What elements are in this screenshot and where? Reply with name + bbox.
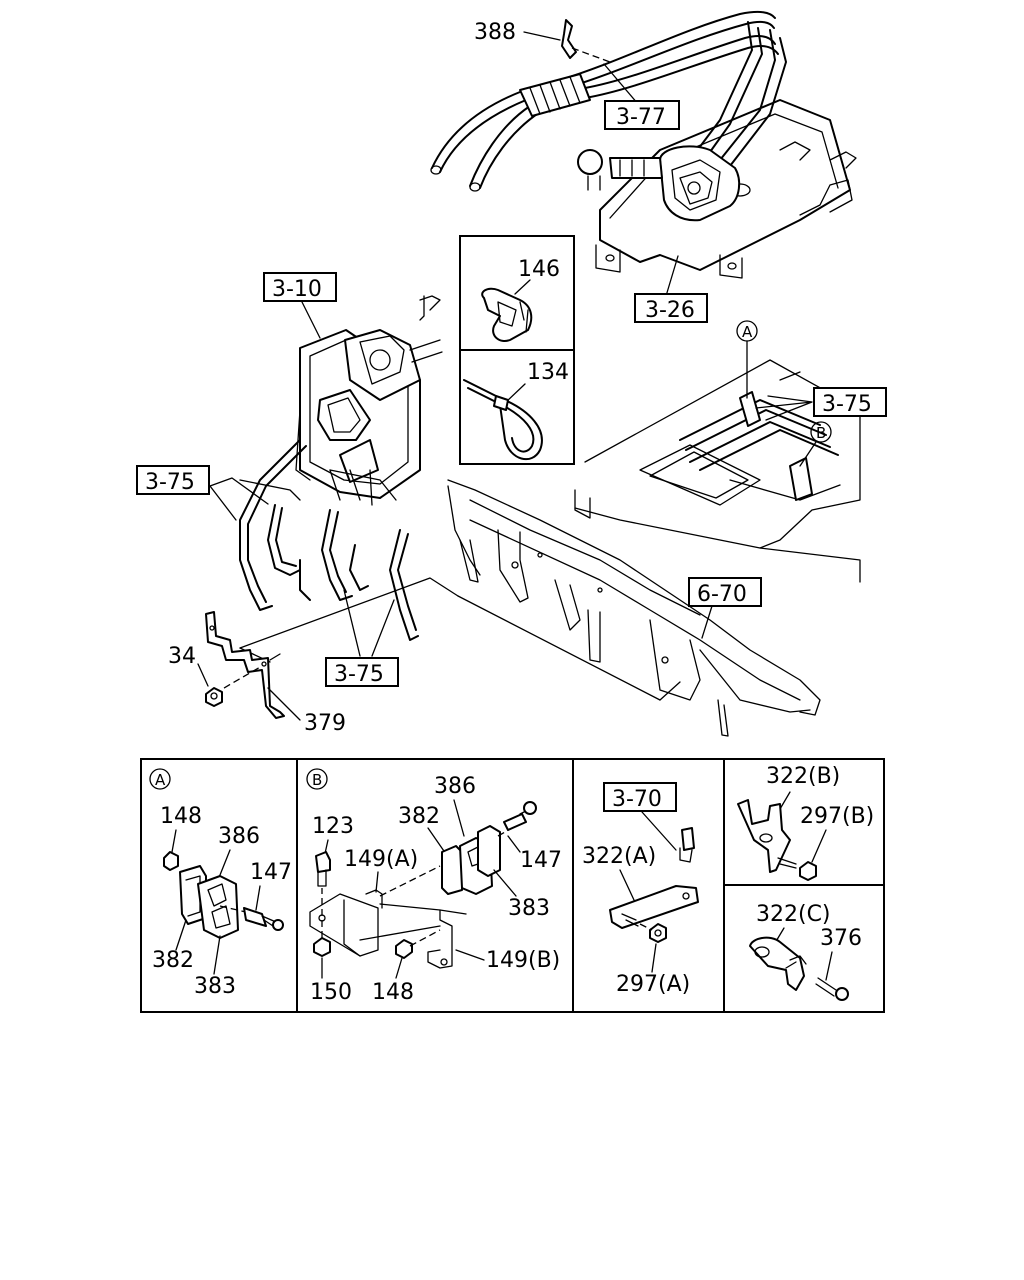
detail-panels-frame: [140, 758, 885, 1013]
callout-3-75-bottom: 3-75: [325, 589, 399, 687]
panel-b: B 386 123 382 149(A) 147 383 149: [306, 768, 562, 1005]
callout-3-10: 3-10: [263, 272, 337, 339]
label-383-a: 383: [194, 974, 236, 999]
panel-a-mark: A: [155, 771, 166, 789]
label-149b: 149(B): [486, 948, 560, 973]
label-297a: 297(A): [616, 972, 690, 997]
marker-a: A: [736, 320, 758, 399]
label-149a: 149(A): [344, 847, 418, 872]
label-3-10: 3-10: [272, 277, 322, 302]
label-388: 388: [474, 20, 516, 45]
callout-388: 388: [474, 19, 611, 63]
label-382-a: 382: [152, 948, 194, 973]
panel-d: 322(B) 297(B) 322(C) 376: [737, 764, 874, 1001]
label-150: 150: [310, 980, 352, 1005]
label-147-b: 147: [520, 848, 562, 873]
label-3-26: 3-26: [645, 298, 695, 323]
chassis-frame-drawing: [239, 359, 861, 737]
callout-3-77: 3-77: [603, 63, 680, 130]
label-3-75-left: 3-75: [145, 470, 195, 495]
label-379: 379: [304, 711, 346, 736]
marker-b-label: B: [816, 424, 826, 442]
label-3-77: 3-77: [616, 105, 666, 130]
marker-b: B: [799, 421, 832, 467]
callout-379: 379: [267, 687, 346, 736]
control-valve-drawing: [295, 295, 443, 506]
left-pipes-drawing: [239, 439, 419, 641]
callout-3-26: 3-26: [634, 255, 708, 323]
label-134: 134: [527, 360, 569, 385]
label-322c: 322(C): [756, 902, 831, 927]
clip-tie-detail-box: 146 134: [459, 235, 575, 465]
callout-34: 34: [168, 644, 209, 687]
label-3-70: 3-70: [612, 787, 662, 812]
panel-b-mark: B: [312, 771, 322, 789]
label-322a: 322(A): [582, 844, 656, 869]
panel-c: 3-70 322(A) 297(A): [582, 782, 699, 997]
label-297b: 297(B): [800, 804, 874, 829]
label-147-a: 147: [250, 860, 292, 885]
label-376: 376: [820, 926, 862, 951]
label-34: 34: [168, 644, 196, 669]
pipe-assembly-drawing: [430, 10, 857, 279]
label-322b: 322(B): [766, 764, 840, 789]
bracket-379-drawing: [205, 611, 285, 719]
panel-a: A 148 386 147 382 383: [149, 768, 292, 999]
label-386-b: 386: [434, 774, 476, 799]
label-148-a: 148: [160, 804, 202, 829]
callout-3-75-left: 3-75: [136, 465, 269, 521]
label-383-b: 383: [508, 896, 550, 921]
callout-3-75-right: 3-75: [755, 387, 887, 421]
label-382-b: 382: [398, 804, 440, 829]
label-3-75-bottom: 3-75: [334, 662, 384, 687]
callout-6-70: 6-70: [688, 577, 762, 639]
label-386-a: 386: [218, 824, 260, 849]
label-148-b: 148: [372, 980, 414, 1005]
label-3-75-right: 3-75: [822, 392, 872, 417]
label-6-70: 6-70: [697, 582, 747, 607]
label-146: 146: [518, 257, 560, 282]
marker-a-label: A: [742, 323, 753, 341]
label-123: 123: [312, 814, 354, 839]
